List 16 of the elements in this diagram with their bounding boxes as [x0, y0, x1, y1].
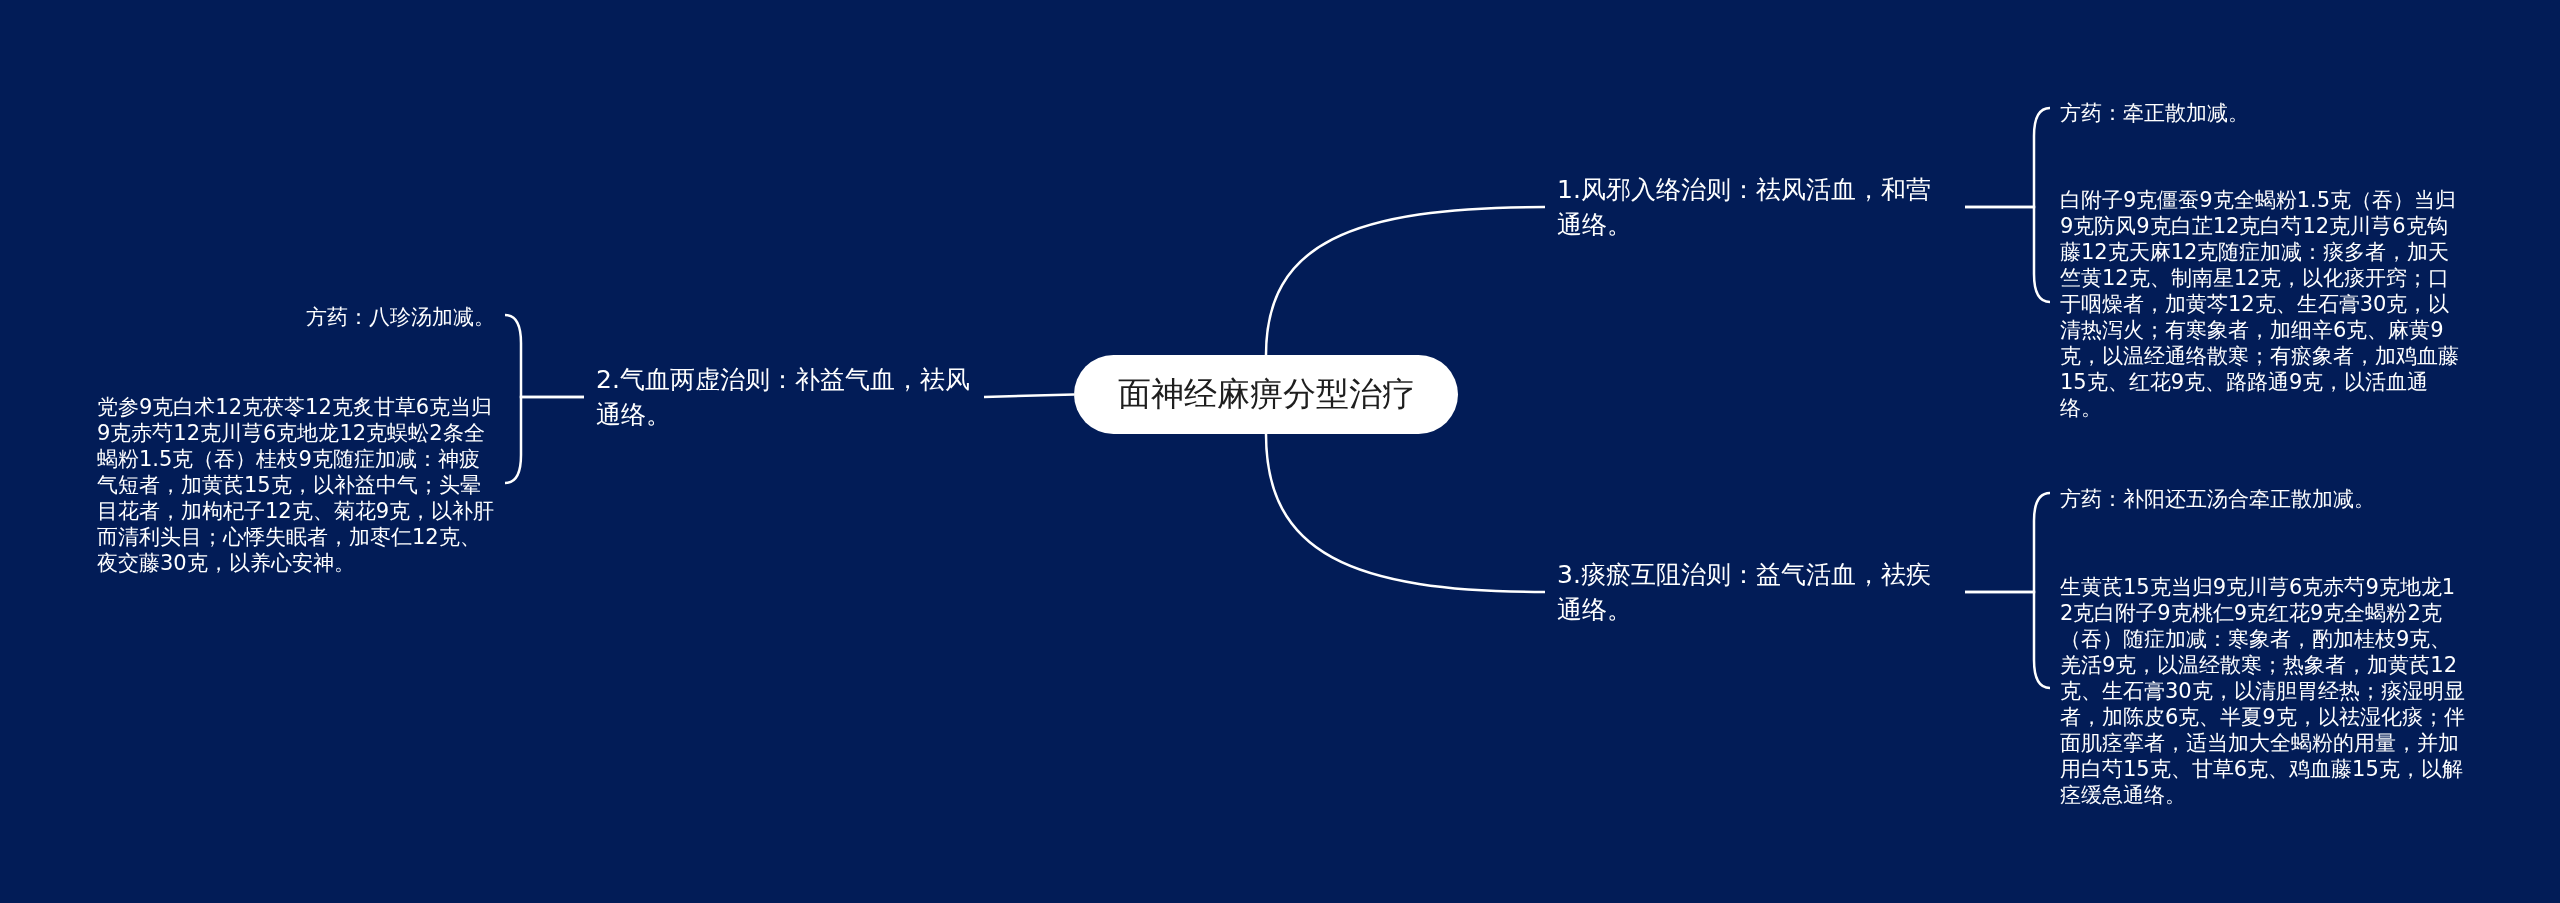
- bracket-connector: [1965, 590, 2051, 690]
- curved-connector: [1264, 205, 1545, 356]
- formula-note: 方药：补阳还五汤合牵正散加减。: [2050, 484, 2385, 514]
- branch-topic: 3.痰瘀互阻治则：益气活血，祛疾通络。: [1545, 553, 1965, 631]
- formula-note: 方药：牵正散加减。: [2050, 98, 2259, 128]
- connector-line: [983, 393, 1075, 399]
- curved-connector: [1264, 433, 1546, 594]
- central-topic: 面神经麻痹分型治疗: [1074, 355, 1458, 434]
- prescription-text: 生黄芪15克当归9克川芎6克赤芍9克地龙12克白附子9克桃仁9克红花9克全蝎粉2克（吞）随症加减：寒象者，酌加桂枝9克、羌活9克，以温经散寒；热象者，加黄芪12克、生石膏30克，以清胆胃经热；痰湿明显者，加陈皮6克、半夏9克，以祛湿化痰；伴面肌痉挛者，适当加大全蝎粉的用量，并加用白芍15克、甘草6克、鸡血藤15克，以解痉缓急通络。: [2050, 572, 2478, 810]
- prescription-text: 党参9克白术12克茯苓12克炙甘草6克当归9克赤芍12克川芎6克地龙12克蜈蚣2条全蝎粉1.5克（吞）桂枝9克随症加减：神疲气短者，加黄芪15克，以补益中气；头晕目花者，加枸杞子12克、菊花9克，以补肝而清利头目；心悸失眠者，加枣仁12克、夜交藤30克，以养心安神。: [87, 392, 505, 578]
- branch-topic: 1.风邪入络治则：祛风活血，和营通络。: [1545, 168, 1965, 246]
- formula-note: 方药：八珍汤加减。: [296, 302, 505, 332]
- bracket-connector: [1965, 205, 2051, 304]
- branch-topic: 2.气血两虚治则：补益气血，祛风通络。: [584, 358, 984, 436]
- prescription-text: 白附子9克僵蚕9克全蝎粉1.5克（吞）当归9克防风9克白芷12克白芍12克川芎6克钩藤12克天麻12克随症加减：痰多者，加天竺黄12克、制南星12克，以化痰开窍；口于咽燥者，加黄芩12克、生石膏30克，以清热泻火；有寒象者，加细辛6克、麻黄9克，以温经通络散寒；有瘀象者，加鸡血藤15克、红花9克、路路通9克，以活血通络。: [2050, 185, 2478, 423]
- bracket-connector: [504, 395, 584, 485]
